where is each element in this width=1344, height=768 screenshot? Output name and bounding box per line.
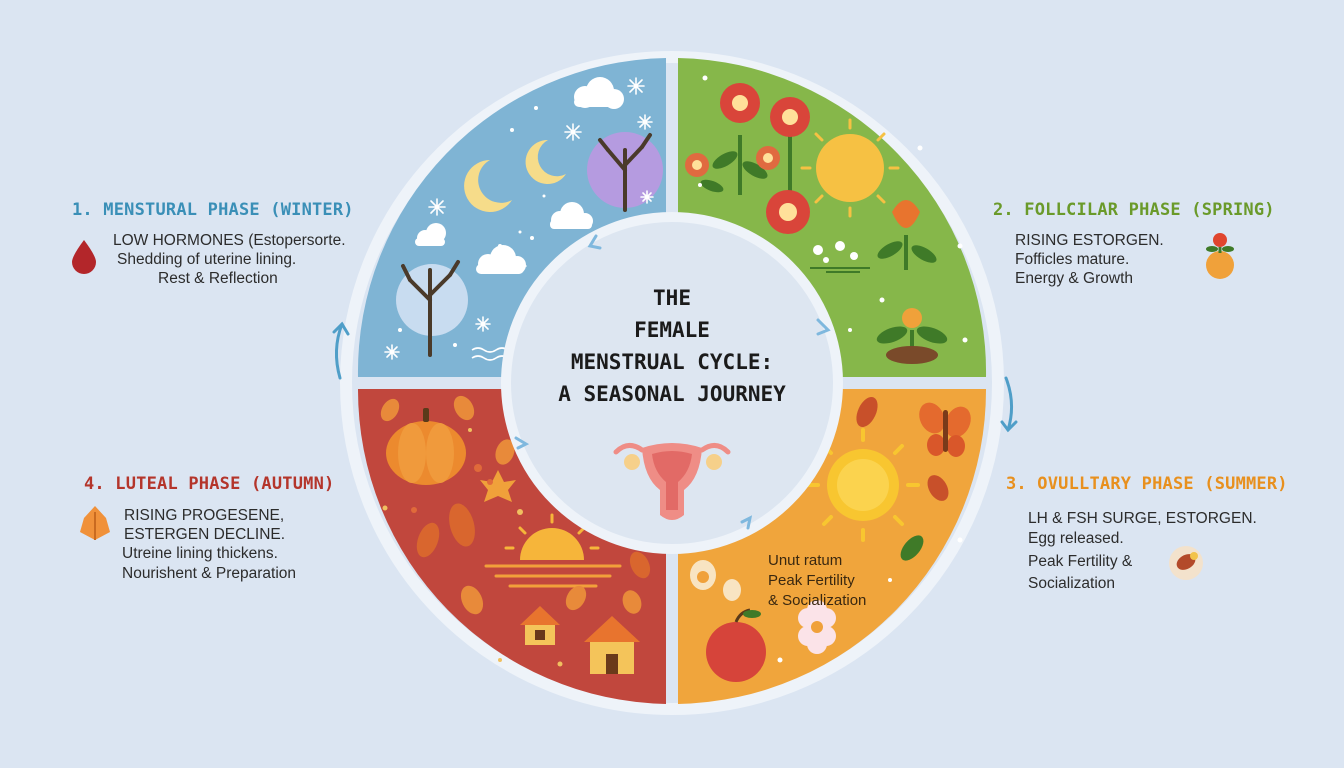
sparkles xyxy=(698,75,968,343)
center-title-line-1: THE xyxy=(653,286,691,310)
phase-4-line-4: Nourishent & Preparation xyxy=(122,565,297,582)
summer-inner-line-2: Peak Fertility xyxy=(768,572,855,589)
small-flowers xyxy=(813,241,858,263)
cycle-arrow-icon xyxy=(332,321,350,380)
phase-2-line-3: Energy & Growth xyxy=(1015,270,1134,287)
flower-icon xyxy=(766,190,810,234)
phase-4-line-2: ESTERGEN DECLINE. xyxy=(124,526,286,543)
butterfly-icon xyxy=(919,402,971,457)
inner-arrow-icon xyxy=(740,515,753,530)
sun-rays xyxy=(800,118,900,218)
snow-dots xyxy=(398,106,546,347)
egg-icon xyxy=(690,560,741,601)
center-title-line-2: FEMALE xyxy=(634,318,710,342)
house-icon xyxy=(520,606,560,645)
egg-icon xyxy=(1169,546,1203,580)
flower-icon xyxy=(756,146,780,170)
tulip-icon xyxy=(892,200,920,228)
cycle-arrow-icon xyxy=(1000,376,1018,433)
leaf-icon xyxy=(856,397,949,501)
autumn-decor xyxy=(380,395,651,674)
inner-arrow-icon xyxy=(587,234,602,250)
summer-decor xyxy=(690,397,971,682)
moon-icon xyxy=(464,160,512,212)
phase-3-line-4: Socialization xyxy=(1028,575,1116,592)
blossom-icon xyxy=(798,600,836,654)
wind-lines xyxy=(471,347,509,361)
sunset-icon xyxy=(484,513,622,588)
bare-tree-icon xyxy=(401,260,460,357)
phase-3-title: 3. OVULLTARY PHASE (SUMMER) xyxy=(1006,474,1288,494)
phase-3-line-2: Egg released. xyxy=(1028,530,1124,547)
moon-icon xyxy=(525,139,566,184)
flower-icon xyxy=(685,153,709,177)
flower-icon xyxy=(1206,233,1234,279)
uterus-icon xyxy=(613,443,731,520)
flower-icon xyxy=(770,97,810,137)
sprout-icon xyxy=(886,308,938,364)
outer-ring xyxy=(340,51,1004,715)
cloud-icon xyxy=(574,77,624,109)
summer-inner-line-3: & Socialization xyxy=(768,592,867,609)
maple-leaf-icon xyxy=(480,470,516,502)
dots xyxy=(411,464,493,513)
cloud-icon xyxy=(415,223,446,246)
phase-1-title: 1. MENSTURAL PHASE (WINTER) xyxy=(72,200,354,220)
phase-4-line-3: Utreine lining thickens. xyxy=(122,545,278,562)
house-icon xyxy=(584,616,640,674)
center-title-line-3: MENSTRUAL CYCLE: xyxy=(570,350,774,374)
leaf-icon xyxy=(380,395,642,615)
blood-drop-icon xyxy=(72,240,96,274)
apple-icon xyxy=(706,608,766,682)
bare-tree-icon xyxy=(598,133,652,212)
cloud-icon xyxy=(550,202,593,229)
center-title-line-4: A SEASONAL JOURNEY xyxy=(558,382,786,406)
phase-1-line-1: LOW HORMONES (Estopersorte. xyxy=(113,232,346,249)
phase-2-line-2: Fofficles mature. xyxy=(1015,251,1130,268)
phase-3-line-3: Peak Fertility & xyxy=(1028,553,1133,570)
winter-decor xyxy=(384,77,663,361)
phase-4-line-1: RISING PROGESENE, xyxy=(124,507,285,524)
snowflake-icon xyxy=(384,77,654,360)
center-circle xyxy=(501,212,843,554)
inner-arrow-icon xyxy=(816,318,831,336)
pumpkin-icon xyxy=(386,408,466,485)
phase-1-line-3: Rest & Reflection xyxy=(158,270,278,287)
leaf-icon xyxy=(900,535,924,561)
flower-icon xyxy=(720,83,760,123)
phase-3-line-1: LH & FSH SURGE, ESTORGEN. xyxy=(1028,510,1257,527)
sun-icon xyxy=(816,134,884,202)
phase-4-title: 4. LUTEAL PHASE (AUTUMN) xyxy=(84,474,335,494)
cloud-icon xyxy=(476,245,526,274)
phase-2-title: 2. FOLLCILAR PHASE (SPRING) xyxy=(993,200,1275,220)
leaves xyxy=(700,151,948,344)
summer-inner-line-1: Unut ratum xyxy=(768,552,843,569)
inner-arrow-icon xyxy=(514,436,530,450)
spring-decor xyxy=(685,75,968,364)
phase-2-line-1: RISING ESTORGEN. xyxy=(1015,232,1164,249)
grass xyxy=(810,267,870,273)
leaf-icon xyxy=(80,506,110,540)
phase-1-line-2: Shedding of uterine lining. xyxy=(117,251,297,268)
